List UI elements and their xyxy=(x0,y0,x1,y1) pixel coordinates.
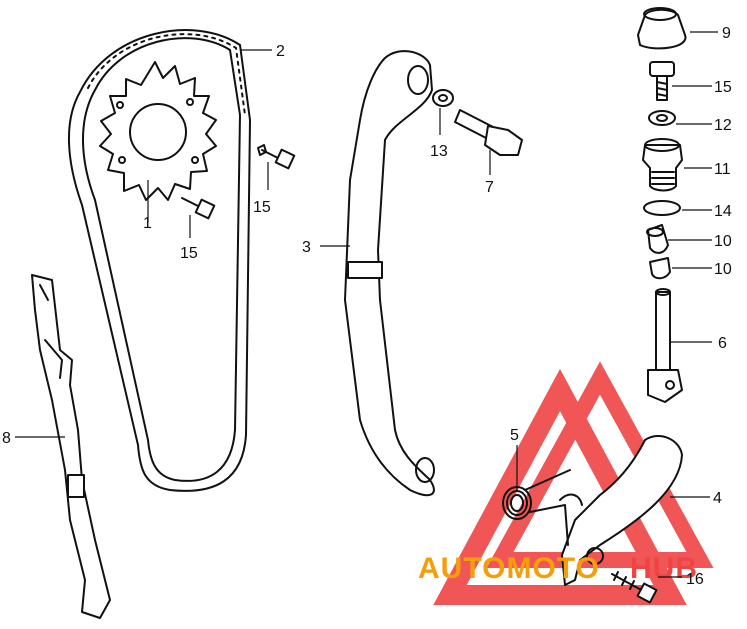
label-part-9: 9 xyxy=(722,25,731,42)
label-part-7: 7 xyxy=(485,179,494,196)
label-part-5: 5 xyxy=(510,427,519,444)
bolt-cap xyxy=(649,61,675,101)
label-part-13: 13 xyxy=(430,143,448,160)
cam-sprocket xyxy=(99,61,217,201)
label-part-10b: 10 xyxy=(714,261,732,278)
label-part-15b: 15 xyxy=(253,199,271,216)
washer-13 xyxy=(432,89,454,107)
collar-upper xyxy=(646,224,669,254)
label-part-10a: 10 xyxy=(714,233,732,250)
label-part-6: 6 xyxy=(718,335,727,352)
label-part-4: 4 xyxy=(713,490,722,507)
label-part-11: 11 xyxy=(714,161,731,178)
sealing-cap xyxy=(637,7,687,50)
chain-guide xyxy=(31,274,111,619)
bolt-arm xyxy=(611,571,658,604)
label-part-14: 14 xyxy=(714,203,732,220)
o-ring xyxy=(643,200,681,216)
tensioner-arm xyxy=(559,435,683,586)
label-part-8: 8 xyxy=(2,430,11,447)
pivot-bolt xyxy=(454,109,523,156)
collar-lower xyxy=(649,257,671,280)
bolt-sprocket xyxy=(181,197,216,220)
washer-hole xyxy=(438,94,448,102)
tensioner-spring xyxy=(502,469,571,546)
cam-chain xyxy=(67,29,251,492)
watermark-text-part1: AUTOMOTO xyxy=(418,552,600,585)
label-part-2: 2 xyxy=(276,43,285,60)
label-part-16: 16 xyxy=(686,571,704,588)
watermark-text-part2: HUB xyxy=(630,552,698,585)
leader-lines xyxy=(15,31,718,578)
label-part-12: 12 xyxy=(714,117,732,134)
washer-12 xyxy=(648,110,676,126)
label-part-3: 3 xyxy=(302,239,311,256)
tensioner-push-rod xyxy=(647,288,683,403)
label-part-15c: 15 xyxy=(180,245,198,262)
tensioner-holder xyxy=(642,138,683,192)
label-part-15a: 15 xyxy=(714,79,732,96)
tensioner-slipper xyxy=(344,50,435,497)
label-part-1: 1 xyxy=(143,215,152,232)
washer-12-hole xyxy=(656,114,668,122)
bolt-middle xyxy=(257,144,296,170)
